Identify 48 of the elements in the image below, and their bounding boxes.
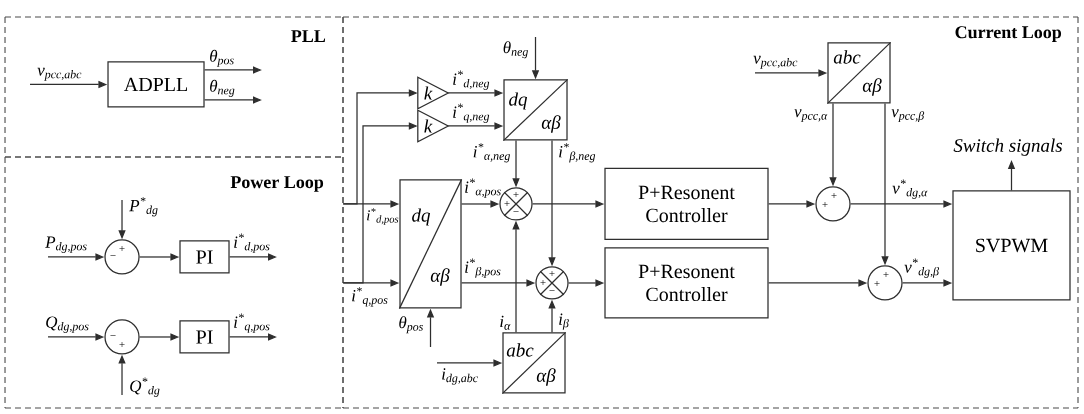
edge-label: P$_{dg,pos}$ bbox=[45, 236, 87, 253]
edge-label: i$^{*}$α,pos bbox=[465, 178, 501, 198]
edge-label: θ$_{pos}$ bbox=[210, 49, 234, 67]
edge-label: θ$_{pos}$ bbox=[399, 316, 423, 334]
edge-label: v$^{*}$dg,α bbox=[892, 179, 928, 199]
summing-junction: + + bbox=[815, 186, 851, 222]
control-block: ADPLL bbox=[107, 61, 205, 108]
edge-label: Switch signals bbox=[953, 138, 1063, 156]
edge-label: Q$^{*}$dg bbox=[130, 377, 160, 397]
edge-label: v$_{pcc,β}$ bbox=[891, 109, 925, 123]
edge-label: i$^{*}$α,neg bbox=[473, 143, 510, 163]
edge-label: i$^{*}$d,pos bbox=[234, 233, 270, 253]
edge-label: i$^{*}$q,neg bbox=[453, 103, 490, 123]
transform-block: abc αβ bbox=[501, 331, 567, 395]
control-block: PI bbox=[179, 320, 230, 354]
edge-label: θ$_{neg}$ bbox=[210, 79, 235, 97]
edge-label: i$_{β}$ bbox=[559, 313, 569, 330]
edge-label: v$_{pcc,α}$ bbox=[794, 109, 828, 123]
control-block: P+Resonent Controller bbox=[604, 247, 769, 319]
transform-block: abc αβ bbox=[826, 41, 892, 105]
control-block: SVPWM bbox=[952, 190, 1071, 301]
edge-label: i$^{*}$d,pos bbox=[367, 208, 399, 225]
summing-junction: + − bbox=[104, 239, 140, 275]
panel-heading: Current Loop bbox=[955, 26, 1062, 42]
edge-label: i$^{*}$q,pos bbox=[234, 313, 270, 333]
panel-heading: Power Loop bbox=[230, 176, 324, 192]
edge-label: i$^{*}$q,pos bbox=[352, 287, 388, 307]
edge-label: Q$_{dg,pos}$ bbox=[46, 316, 89, 333]
gain-triangle: k bbox=[417, 109, 450, 143]
control-block: P+Resonent Controller bbox=[604, 167, 769, 241]
summing-junction: + + bbox=[867, 265, 903, 301]
edge-label: i$^{*}$β,neg bbox=[559, 143, 596, 163]
edge-label: v$_{pcc,abc}$ bbox=[753, 55, 798, 69]
panel-heading: PLL bbox=[291, 30, 326, 42]
summing-junction: − + bbox=[104, 319, 140, 355]
edge-label: P$^{*}$dg bbox=[129, 197, 158, 217]
edge-label: i$_{dg,abc}$ bbox=[442, 368, 478, 385]
control-block: PI bbox=[179, 240, 230, 274]
edge-label: i$_{α}$ bbox=[500, 315, 511, 330]
edge-label: v$^{*}$dg,β bbox=[904, 258, 939, 278]
gain-triangle: k bbox=[417, 76, 450, 110]
edge-label: v$_{pcc,abc}$ bbox=[37, 67, 82, 81]
transform-block: dq αβ bbox=[398, 178, 463, 310]
transform-block: dq αβ bbox=[502, 78, 569, 142]
edge-label: i$^{*}$d,neg bbox=[453, 70, 490, 90]
summing-junction: + + − bbox=[535, 266, 569, 300]
edge-label: θ$_{neg}$ bbox=[503, 41, 528, 59]
edge-label: i$^{*}$β,pos bbox=[465, 258, 501, 278]
